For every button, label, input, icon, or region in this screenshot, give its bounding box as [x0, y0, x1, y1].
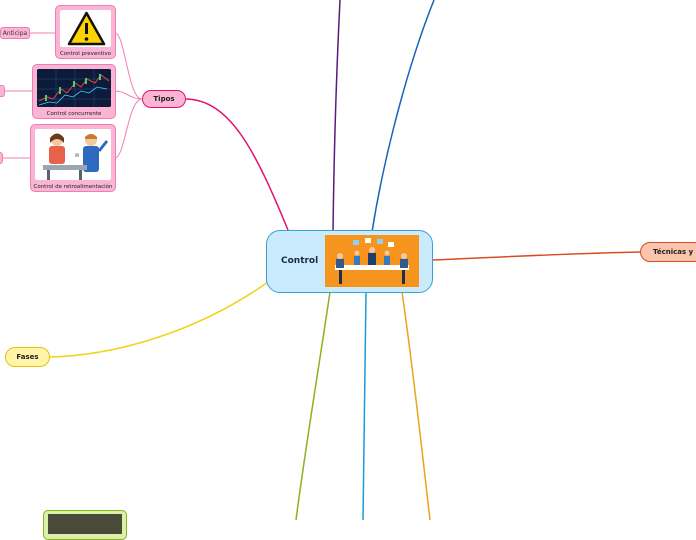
- topic-fases-label: Fases: [16, 353, 39, 361]
- connector-blue: [371, 0, 435, 233]
- mindmap-connectors: [3, 0, 641, 520]
- stock-chart-image: [37, 69, 111, 107]
- connector-fases: [49, 281, 269, 358]
- side-label-3[interactable]: [0, 152, 3, 164]
- card-control-concurrente[interactable]: Control concurrente: [32, 64, 116, 119]
- connector-tecnicas: [432, 251, 641, 261]
- connector-purple: [332, 0, 341, 233]
- connector-tipos-retro: [114, 98, 143, 159]
- topic-tecnicas-label: Técnicas y: [653, 248, 694, 256]
- connector-tipos: [185, 98, 289, 231]
- connector-orange: [401, 291, 431, 520]
- topic-tipos-label: Tipos: [153, 95, 175, 103]
- card-control-preventivo[interactable]: Control preventivo: [55, 5, 116, 59]
- card-green-partial[interactable]: [43, 510, 127, 540]
- warning-icon: [60, 10, 111, 47]
- central-topic[interactable]: Control: [266, 230, 433, 293]
- topic-tecnicas[interactable]: Técnicas y: [640, 242, 696, 262]
- central-topic-label: Control: [281, 256, 319, 266]
- connector-tipos-preventivo: [114, 32, 143, 100]
- svg-text:✉: ✉: [75, 153, 80, 159]
- side-label-2[interactable]: [0, 85, 5, 97]
- connector-tipos-concurrente: [114, 90, 143, 100]
- card-control-retroalimentacion[interactable]: ✉ Control de retroalimentación: [30, 124, 116, 192]
- card-caption-preventivo: Control preventivo: [59, 51, 112, 57]
- side-label-anticipa-text: Anticipa: [2, 29, 28, 37]
- green-card-image: [48, 514, 122, 534]
- team-meeting-illustration: [325, 235, 419, 287]
- topic-tipos[interactable]: Tipos: [142, 90, 186, 108]
- card-caption-retroalimentacion: Control de retroalimentación: [33, 184, 113, 190]
- side-label-anticipa[interactable]: Anticipa: [0, 27, 30, 39]
- card-caption-concurrente: Control concurrente: [46, 111, 102, 117]
- topic-fases[interactable]: Fases: [5, 347, 50, 367]
- office-workers-clipart: ✉: [35, 129, 111, 180]
- connector-green: [295, 291, 331, 520]
- connector-cyan: [362, 291, 367, 520]
